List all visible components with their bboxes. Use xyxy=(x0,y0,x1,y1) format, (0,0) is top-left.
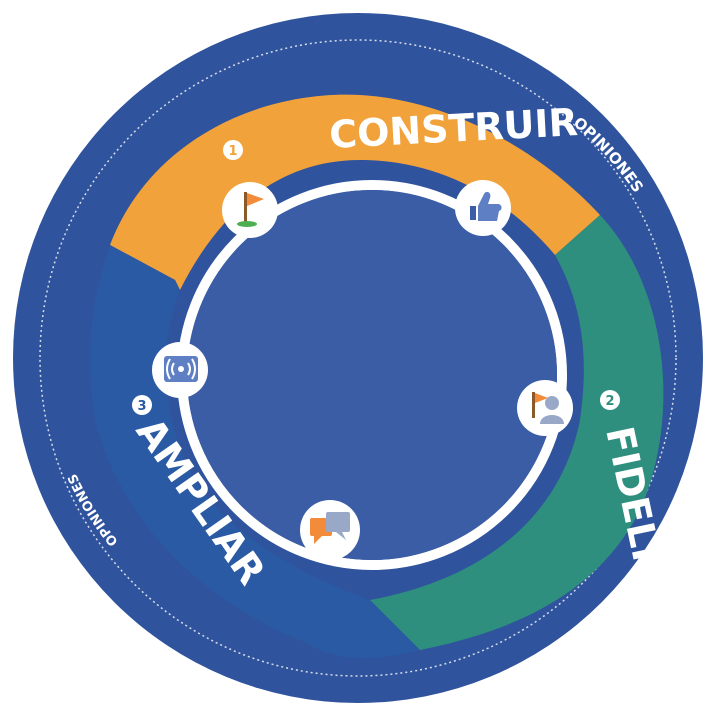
segment-number: 1 xyxy=(228,144,237,159)
number-badge xyxy=(223,140,243,160)
flag-icon xyxy=(222,182,278,238)
broadcast-icon xyxy=(152,342,208,398)
number-badge xyxy=(132,395,152,415)
segment-fidelizar xyxy=(370,215,664,650)
chat-bubbles-icon xyxy=(300,500,360,560)
number-badge xyxy=(600,390,620,410)
people-flag-icon xyxy=(517,380,573,436)
inner-circle xyxy=(187,190,557,560)
segment-ampliar xyxy=(90,245,420,659)
segment-number: 2 xyxy=(605,394,614,409)
thumbs-up-icon xyxy=(455,180,511,236)
dotted-ring xyxy=(39,39,677,677)
segment-number: 3 xyxy=(137,399,146,414)
